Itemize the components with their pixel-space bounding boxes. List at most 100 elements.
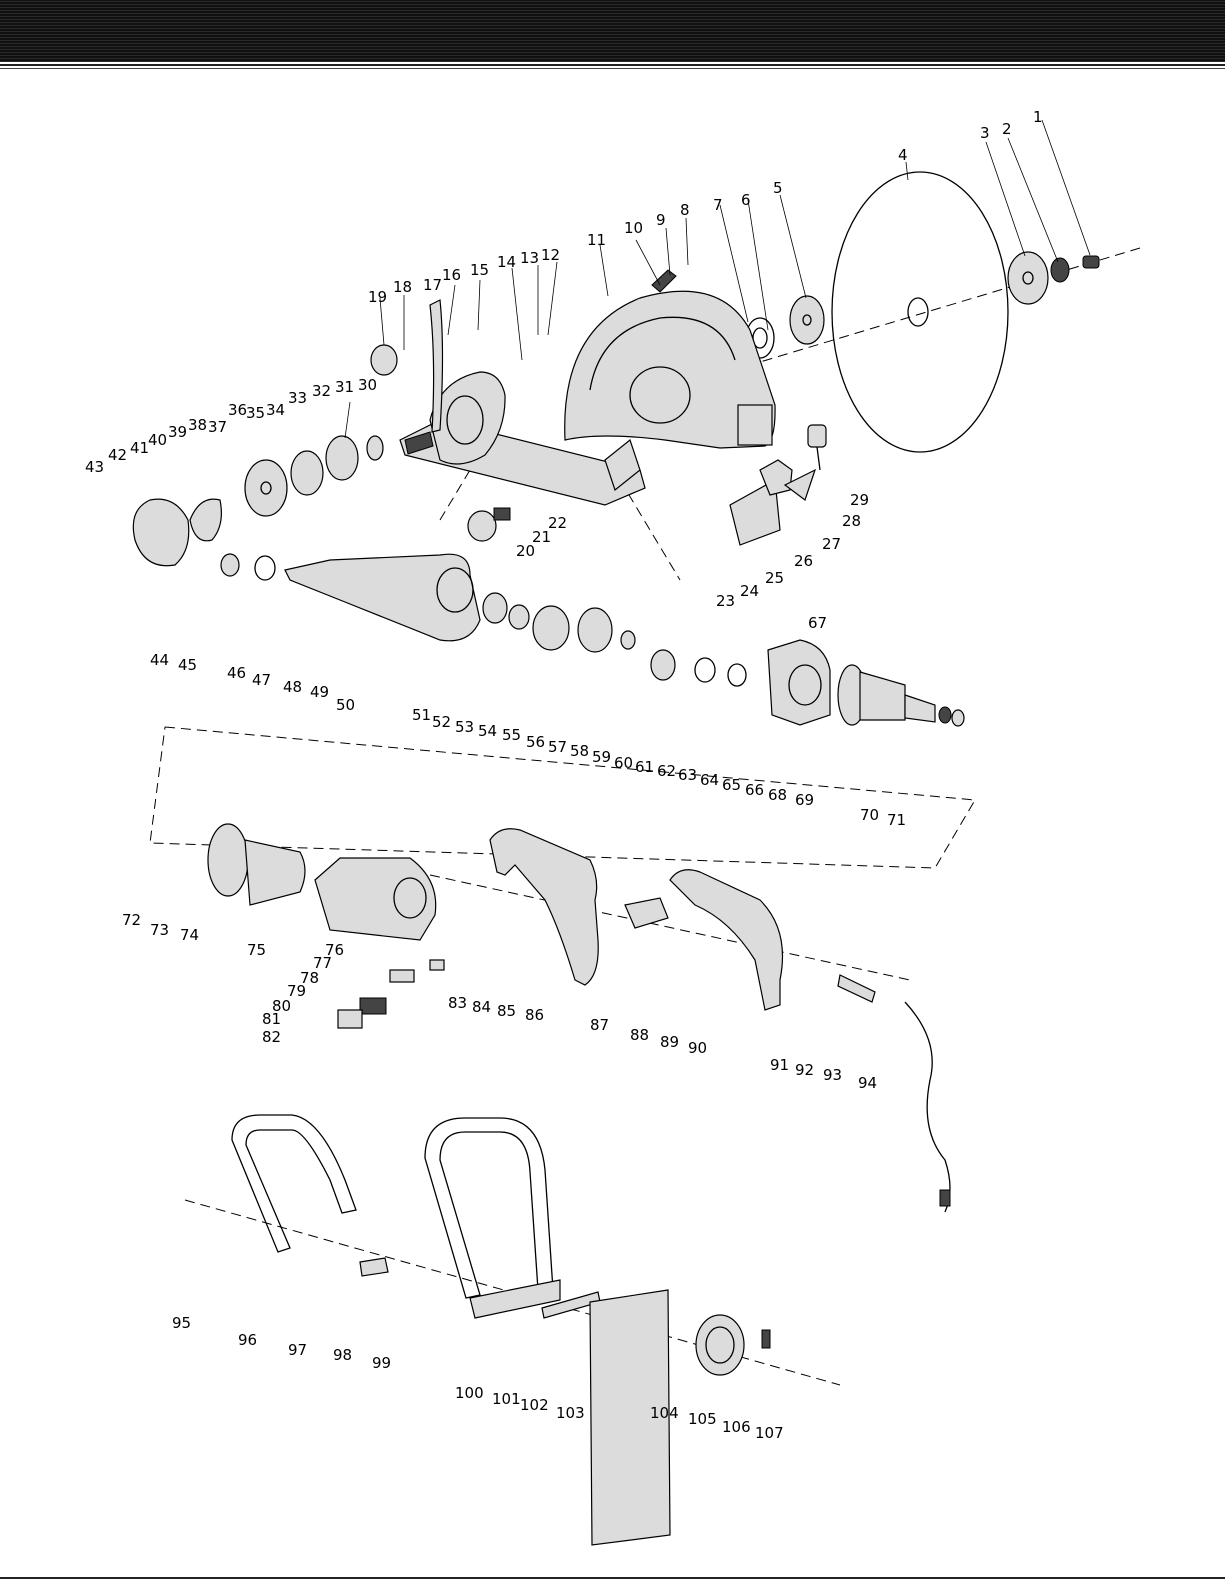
label-78: 78 [300, 969, 319, 987]
label-55: 55 [502, 726, 521, 744]
label-69: 69 [795, 791, 814, 809]
label-85: 85 [497, 1002, 516, 1020]
gear-stack-51-61 [482, 592, 747, 687]
strain-relief-93 [837, 974, 876, 1003]
label-9: 9 [656, 211, 666, 229]
label-20: 20 [516, 542, 535, 560]
label-92: 92 [795, 1061, 814, 1079]
label-66: 66 [745, 781, 764, 799]
label-74: 74 [180, 926, 199, 944]
header-rule-thin [0, 68, 1225, 69]
label-11: 11 [587, 231, 606, 249]
label-36: 36 [228, 401, 247, 419]
label-81: 81 [262, 1010, 281, 1028]
label-19: 19 [368, 288, 387, 306]
label-70: 70 [860, 806, 879, 824]
label-21: 21 [532, 528, 551, 546]
label-103: 103 [556, 1404, 585, 1422]
label-65: 65 [722, 776, 741, 794]
label-16: 16 [442, 266, 461, 284]
label-57: 57 [548, 738, 567, 756]
label-100: 100 [455, 1384, 484, 1402]
label-24: 24 [740, 582, 759, 600]
label-41: 41 [130, 439, 149, 457]
label-46: 46 [227, 664, 246, 682]
gear-housing [429, 371, 506, 465]
label-43: 43 [85, 458, 104, 476]
label-30: 30 [358, 376, 377, 394]
label-10: 10 [624, 219, 643, 237]
label-5: 5 [773, 179, 783, 197]
label-56: 56 [526, 733, 545, 751]
wheel-105 [695, 1314, 745, 1376]
spindle-31 [404, 431, 434, 455]
label-18: 18 [393, 278, 412, 296]
label-48: 48 [283, 678, 302, 696]
label-14: 14 [497, 253, 516, 271]
bolt-1 [1082, 255, 1100, 269]
label-96: 96 [238, 1331, 257, 1349]
part-labels: 1 2 3 4 5 6 7 8 9 10 11 12 13 14 15 16 1… [85, 108, 1043, 1442]
label-89: 89 [660, 1033, 679, 1051]
label-17: 17 [423, 276, 442, 294]
armature-69 [837, 664, 965, 727]
bracket-27 [783, 468, 817, 501]
motor-end-bracket-68 [767, 639, 831, 726]
label-2: 2 [1002, 120, 1012, 138]
label-47: 47 [252, 671, 271, 689]
label-31: 31 [335, 378, 354, 396]
label-99: 99 [372, 1354, 391, 1372]
label-88: 88 [630, 1026, 649, 1044]
label-33: 33 [288, 389, 307, 407]
guard-lever [651, 269, 677, 293]
leader-lines [344, 119, 1091, 439]
inner-flange [789, 295, 825, 345]
label-58: 58 [570, 742, 589, 760]
cable-94 [904, 1001, 951, 1213]
frame-99 [424, 1117, 561, 1319]
brush-holder-39 [189, 498, 222, 542]
stator-fan-73-74 [207, 823, 306, 906]
switch-87 [624, 897, 669, 929]
label-4: 4 [898, 146, 908, 164]
label-84: 84 [472, 998, 491, 1016]
label-45: 45 [178, 656, 197, 674]
header-rule [0, 64, 1225, 66]
label-7: 7 [713, 196, 723, 214]
label-52: 52 [432, 713, 451, 731]
label-107: 107 [755, 1424, 784, 1442]
label-98: 98 [333, 1346, 352, 1364]
end-cap-43 [132, 498, 190, 567]
label-59: 59 [592, 748, 611, 766]
label-106: 106 [722, 1418, 751, 1436]
label-64: 64 [700, 771, 719, 789]
gear-19 [370, 344, 398, 376]
outer-flange [1007, 251, 1049, 305]
header-bar [0, 0, 1225, 62]
label-37: 37 [208, 418, 227, 436]
label-50: 50 [336, 696, 355, 714]
label-38: 38 [188, 416, 207, 434]
handle-cover-88 [669, 869, 783, 1011]
label-102: 102 [520, 1396, 549, 1414]
label-61: 61 [635, 758, 654, 776]
label-15: 15 [470, 261, 489, 279]
arm-housing-48 [284, 553, 481, 642]
label-42: 42 [108, 446, 127, 464]
label-22: 22 [548, 514, 567, 532]
label-79: 79 [287, 982, 306, 1000]
label-94: 94 [858, 1074, 877, 1092]
guard-plate-103 [589, 1289, 671, 1546]
label-87: 87 [590, 1016, 609, 1034]
rear-handle-86 [489, 828, 599, 986]
label-8: 8 [680, 201, 690, 219]
label-73: 73 [150, 921, 169, 939]
label-77: 77 [313, 954, 332, 972]
knob-28 [807, 424, 827, 471]
blade-guard [564, 290, 776, 449]
label-72: 72 [122, 911, 141, 929]
handle-arm-17 [429, 299, 444, 433]
gear-20 [467, 507, 511, 542]
label-44: 44 [150, 651, 169, 669]
